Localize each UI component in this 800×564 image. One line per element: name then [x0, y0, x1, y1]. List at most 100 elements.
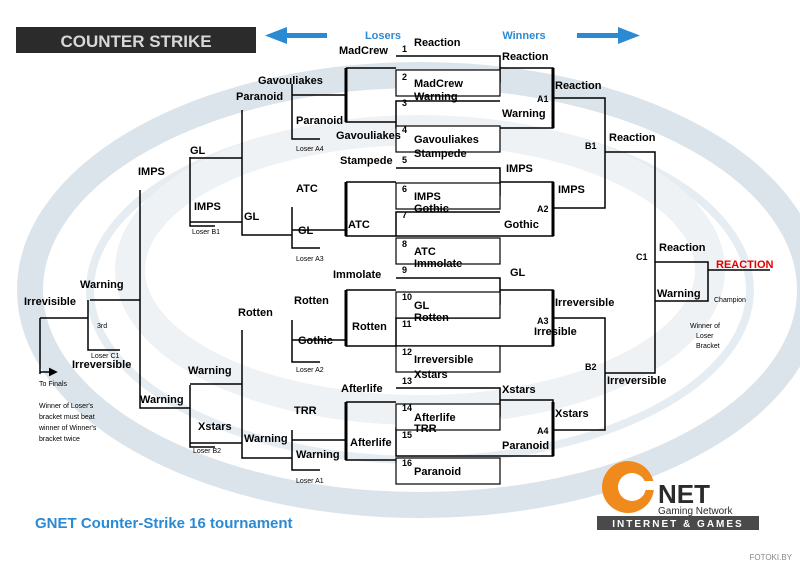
match-box-8 [395, 237, 501, 265]
loser-r1-team-2: Stampede [340, 155, 393, 167]
match-number-4: 4 [402, 125, 407, 135]
loser-r2-winner-1: GL [244, 211, 260, 223]
loser-r2-team-0: Gavouliakes [258, 75, 323, 87]
match-number-8: 8 [402, 239, 407, 249]
loser-r2-winner-0: Paranoid [236, 91, 283, 103]
watermark: FOTOKI.BY [749, 553, 792, 562]
loser-r1-team-0: MadCrew [339, 45, 388, 57]
finals-note-line-0: Winner of Loser's [39, 403, 94, 410]
match-box-16 [395, 457, 501, 485]
team-12: Irreversible [414, 354, 473, 366]
arrow-right-icon [577, 27, 640, 44]
counter-strike-logo-text: COUNTER STRIKE [60, 32, 211, 51]
team-11: Rotten [414, 312, 449, 324]
to-finals: To Finals [39, 381, 68, 388]
losers-header: Losers [365, 30, 401, 42]
champion-label: Champion [714, 297, 746, 304]
loser-r1-team-7: TRR [294, 405, 317, 417]
finals-note-line-1: bracket must beat [39, 414, 95, 421]
label-a1: A1 [537, 94, 549, 104]
final-top: Reaction [659, 242, 706, 254]
loser-r3-top-0: GL [190, 145, 206, 157]
gnet-logo-text: NET [658, 479, 710, 509]
team-2: MadCrew [414, 78, 463, 90]
match-box-14 [395, 403, 501, 431]
loser-r1-team-1: Gavouliakes [336, 130, 401, 142]
match-box-12 [395, 345, 501, 373]
winner-r1-6: Xstars [502, 384, 536, 396]
team-15: TRR [414, 423, 437, 435]
loser-r1-winner-1: GL [298, 225, 314, 237]
match-number-13: 13 [402, 376, 412, 386]
winner-r1-5: Irresible [534, 326, 577, 338]
finals-note-line-3: bracket twice [39, 436, 80, 443]
match-box-4 [395, 125, 501, 153]
team-5: Stampede [414, 148, 467, 160]
winner-r2-1: IMPS [558, 184, 585, 196]
winner-r3-0: Reaction [609, 132, 656, 144]
match-box-6 [395, 182, 501, 210]
match-number-16: 16 [402, 458, 412, 468]
winners-header: Winners [502, 30, 545, 42]
loser-r5: Warning [80, 279, 124, 291]
loser-r4-0: IMPS [138, 166, 165, 178]
loser-a-1: Loser A3 [296, 256, 324, 263]
team-14: Afterlife [414, 412, 456, 424]
loser-r1-winner-3: Warning [296, 449, 340, 461]
label-a4: A4 [537, 426, 549, 436]
third-place: 3rd [97, 323, 107, 330]
loser-r1-winner-2: Gothic [298, 335, 333, 347]
winner-r2-0: Reaction [555, 80, 602, 92]
match-number-11: 11 [402, 319, 412, 329]
losers-final-top: Irrevisible [24, 296, 76, 308]
winner-r3-1: Irreversible [607, 375, 666, 387]
team-3: Warning [414, 91, 458, 103]
loser-r3-win-0: IMPS [194, 201, 221, 213]
loser-r2-team-1: ATC [348, 219, 370, 231]
team-4: Gavouliakes [414, 134, 479, 146]
loser-r1-team-6: Afterlife [341, 383, 383, 395]
team-9: Immolate [414, 258, 462, 270]
winner-r1-4: GL [510, 267, 526, 279]
match-box-10 [395, 291, 501, 319]
match-number-3: 3 [402, 98, 407, 108]
loser-r1-winner-0: Paranoid [296, 115, 343, 127]
tournament-title: GNET Counter-Strike 16 tournament [35, 515, 293, 532]
loser-r2-winner-2: Rotten [238, 307, 273, 319]
loser-r2-winner-3: Warning [244, 433, 288, 445]
match-number-9: 9 [402, 265, 407, 275]
match-number-14: 14 [402, 403, 412, 413]
loser-r3-win-1: Xstars [198, 421, 232, 433]
match-number-15: 15 [402, 430, 412, 440]
team-6: IMPS [414, 191, 441, 203]
gaming-network-text: Gaming Network [658, 506, 733, 517]
match-box-borders [344, 68, 555, 460]
team-8: ATC [414, 246, 436, 258]
match-number-12: 12 [402, 347, 412, 357]
label-c1: C1 [636, 252, 648, 262]
loser-r2-team-3: Afterlife [350, 437, 392, 449]
match-number-6: 6 [402, 184, 407, 194]
loser-c1: Loser C1 [91, 353, 120, 360]
champion-name: REACTION [716, 259, 774, 271]
loser-r3-top-1: Warning [188, 365, 232, 377]
match-number-7: 7 [402, 210, 407, 220]
winner-r1-1: Warning [502, 108, 546, 120]
winner-r1-0: Reaction [502, 51, 549, 63]
team-1: Reaction [414, 37, 461, 49]
winner-r1-3: Gothic [504, 219, 539, 231]
loser-a-0: Loser A4 [296, 146, 324, 153]
label-a3: A3 [537, 316, 549, 326]
winner-r2-3: Xstars [555, 408, 589, 420]
team-7: Gothic [414, 203, 449, 215]
winner-r1-7: Paranoid [502, 440, 549, 452]
losers-final-bottom: Irreversible [72, 359, 131, 371]
loser-a-3: Loser A1 [296, 478, 324, 485]
loser-r1-team-5: Rotten [294, 295, 329, 307]
counter-strike-logo [16, 27, 256, 53]
gnet-logo: NET Gaming Network INTERNET & GAMES [597, 461, 759, 530]
match-number-2: 2 [402, 72, 407, 82]
